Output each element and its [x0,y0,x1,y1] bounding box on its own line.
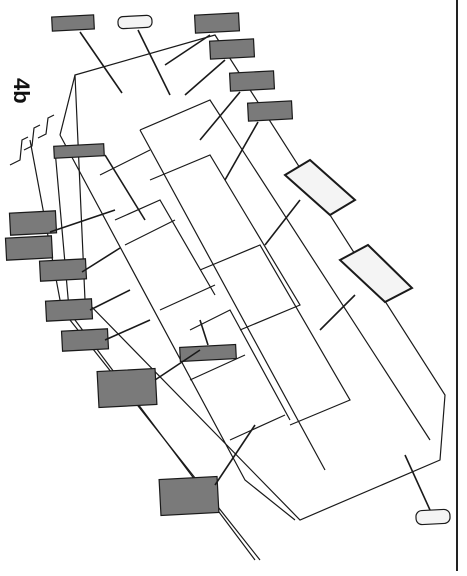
window-panel [228,70,276,92]
explode-arrow [264,199,301,246]
side-wall-bottom [59,134,296,521]
partition-line-3 [159,284,216,311]
roof-hatch [117,14,153,30]
explode-arrow [319,294,356,331]
window-panel [44,298,94,322]
end-cap [415,508,451,526]
window-part [4,12,294,517]
bracket [37,114,55,139]
figure-label-wrap: 4b [9,40,60,104]
window-panel [53,143,105,159]
roof-ridge [139,99,431,441]
explode-arrows [49,29,431,511]
window-panel [51,14,95,32]
explode-arrow [154,349,201,381]
inner-frame-3 [114,199,216,296]
brackets [9,114,55,166]
partition-line-4 [189,354,246,381]
bracket [9,136,29,166]
end-frame [59,74,76,136]
door-panel [96,367,158,409]
window-panel [38,258,88,282]
explode-arrow [104,154,146,221]
explode-arrow [79,31,123,94]
side-wall-top [139,129,326,471]
explode-arrow [164,34,211,66]
figure-label: 4b [9,78,34,104]
partition-line-5 [229,414,286,441]
explode-arrow [89,289,131,311]
window-panel [246,100,294,122]
explode-arrow [81,247,121,273]
window-panel [208,38,256,60]
partition-line-2 [124,219,176,246]
explode-arrow [199,319,209,346]
explode-arrow [199,91,241,141]
partition-line-1 [99,149,151,176]
explode-arrow [404,454,431,511]
window-panel [8,210,58,236]
window-panel [60,328,110,352]
door-panel [158,475,220,517]
explode-arrow [184,59,226,96]
inner-frame-4 [189,309,291,421]
explode-arrow [214,424,256,486]
explode-arrow [137,29,171,96]
window-panel [179,343,237,363]
roof-hatch-parts [117,14,451,526]
roof-hatch [283,158,357,217]
right-border [456,0,458,571]
explode-arrow [104,319,151,341]
explode-arrow [224,121,259,181]
window-panel [193,12,241,34]
roof-hatch [338,243,414,304]
explode-arrow [49,209,116,233]
window-parts [4,12,451,526]
inner-frame-1 [149,154,301,331]
inner-frame-2 [199,244,351,426]
window-panel [4,235,54,261]
bracket [23,124,41,151]
